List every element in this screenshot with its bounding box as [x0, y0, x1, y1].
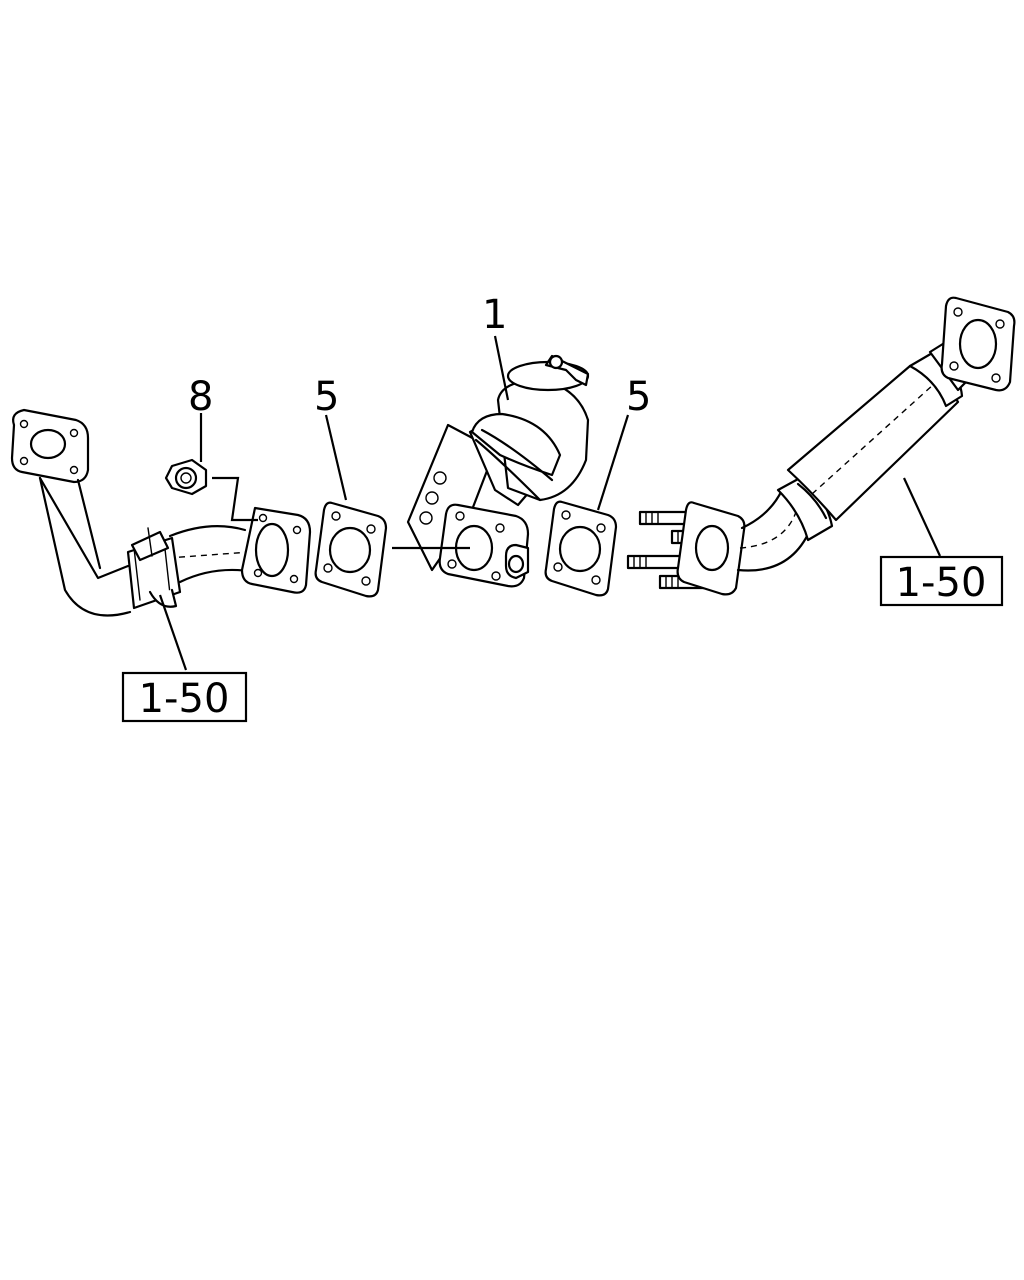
gasket-left — [314, 501, 388, 598]
reference-box-right: 1-50 — [879, 555, 1004, 607]
reference-label-left: 1-50 — [139, 676, 230, 722]
flange-nut — [164, 458, 208, 496]
callout-label-5-left: 5 — [314, 374, 339, 420]
callout-label-1: 1 — [482, 292, 507, 338]
front-exhaust-pipe — [10, 408, 312, 617]
callout-label-8: 8 — [188, 374, 213, 420]
reference-label-right: 1-50 — [896, 560, 987, 606]
catalytic-converter — [406, 354, 590, 588]
gasket-right — [544, 500, 618, 597]
reference-box-left: 1-50 — [121, 671, 248, 723]
tail-pipe-muffler — [676, 296, 1016, 596]
callout-label-5-right: 5 — [626, 374, 651, 420]
leader-lines — [158, 335, 941, 671]
